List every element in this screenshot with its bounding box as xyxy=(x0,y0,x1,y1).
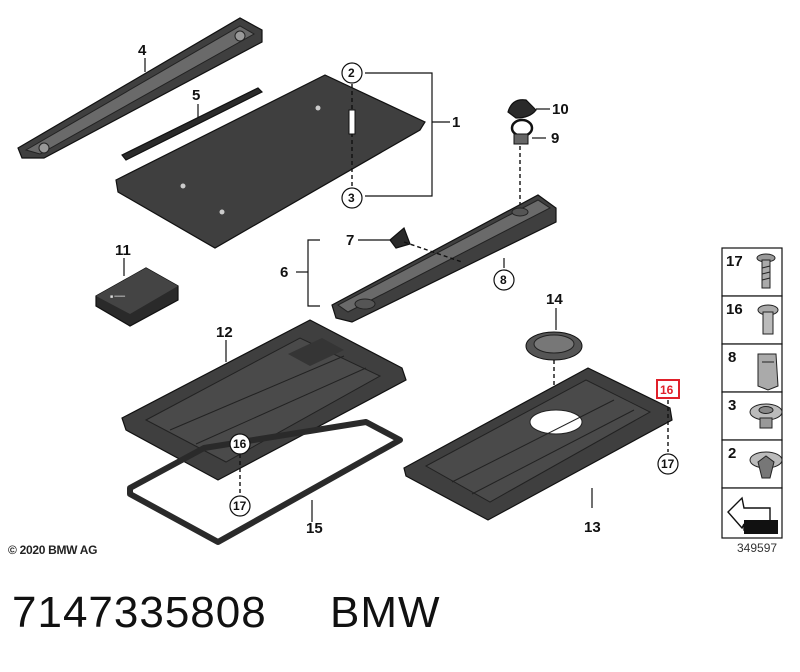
part-6-loading-sill-cover[interactable] xyxy=(331,194,557,323)
diagram-id: 349597 xyxy=(737,541,778,555)
part-11-control-module[interactable]: ■ ═══ xyxy=(95,267,179,327)
callout-17b-circle xyxy=(657,453,679,475)
clip-icon xyxy=(757,353,779,391)
callout-7: 7 xyxy=(346,232,354,249)
part-5-seal-strip[interactable] xyxy=(121,87,264,161)
callout-2: 2 xyxy=(348,66,355,80)
part-14-cover-cap[interactable] xyxy=(525,331,583,361)
parts-diagram: 4 5 1 2 3 10 9 ■ ═══ 11 xyxy=(17,17,783,545)
callout-11: 11 xyxy=(115,242,131,259)
part-9-hook[interactable] xyxy=(510,118,534,145)
callout-13: 13 xyxy=(584,519,601,536)
part-number: 7147335808 xyxy=(12,588,267,637)
part-7-clip[interactable] xyxy=(389,226,411,249)
rivet-icon xyxy=(749,451,783,479)
part-12-floor-trim-left[interactable] xyxy=(121,319,407,481)
callout-1: 1 xyxy=(452,114,460,131)
copyright-notice: © 2020 BMW AG xyxy=(8,543,98,557)
legend-item-2: 2 xyxy=(728,445,736,462)
callout-15: 15 xyxy=(306,520,323,537)
part-10-hook-cover[interactable] xyxy=(507,99,537,119)
callout-17a: 17 xyxy=(233,499,247,513)
callout-2-circle xyxy=(341,62,363,84)
part-15-seal-frame[interactable] xyxy=(127,419,403,545)
arrow-icon xyxy=(727,496,778,534)
callout-3: 3 xyxy=(348,191,355,205)
bolt-icon xyxy=(756,253,776,289)
legend-item-17: 17 xyxy=(726,253,743,270)
callout-17b: 17 xyxy=(661,457,675,471)
callout-16b: 16 xyxy=(660,383,674,397)
brand-name: BMW xyxy=(330,588,441,637)
callout-9: 9 xyxy=(551,130,559,147)
legend-item-8: 8 xyxy=(728,349,736,366)
callout-6: 6 xyxy=(280,264,288,281)
callout-12: 12 xyxy=(216,324,233,341)
legend-item-16: 16 xyxy=(726,301,743,318)
callout-8-circle xyxy=(493,269,515,291)
callout-3-circle xyxy=(341,187,363,209)
callout-10: 10 xyxy=(552,101,569,118)
callout-17a-circle xyxy=(229,495,251,517)
fastener-legend: 17 16 8 3 2 xyxy=(721,247,783,539)
callout-4: 4 xyxy=(138,42,147,59)
callout-16a: 16 xyxy=(233,437,247,451)
part-4-trim-strip[interactable] xyxy=(17,17,263,159)
part-13-floor-trim-right[interactable] xyxy=(403,367,673,521)
legend-item-3: 3 xyxy=(728,397,736,414)
part-1-floor-panel[interactable] xyxy=(115,74,426,249)
callout-5: 5 xyxy=(192,87,200,104)
svg-text:■ ═══: ■ ═══ xyxy=(110,294,125,300)
callout-14: 14 xyxy=(546,291,563,308)
screw-icon xyxy=(757,304,779,335)
callout-8: 8 xyxy=(500,273,507,287)
plug-icon xyxy=(749,403,783,429)
highlight-box-16 xyxy=(656,379,680,399)
